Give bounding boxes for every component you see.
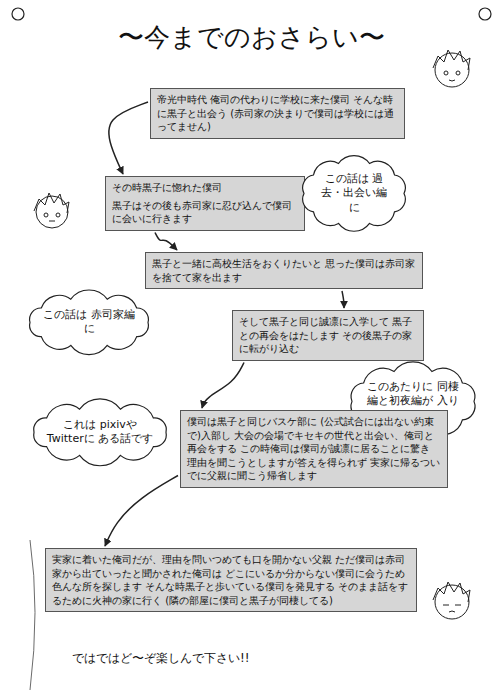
- chibi-face: [34, 193, 69, 228]
- cloud-shape: [34, 399, 167, 466]
- flow-arrow: [155, 233, 177, 251]
- corner-circle: [12, 8, 24, 20]
- process-box: そして黒子と同じ誠凛に入学して 黒子との再会をはたします その後黒子の家に転がり…: [232, 310, 424, 361]
- box-text: これは pixivやTwitterに ある話です: [46, 418, 154, 447]
- process-box: 黒子と一緒に高校生活をおくりたいと 思った僕司は赤司家を捨てて家を出ます: [145, 252, 423, 289]
- box-text: 黒子と一緒に高校生活をおくりたいと 思った僕司は赤司家を捨てて家を出ます: [152, 257, 416, 284]
- process-box: 僕司は黒子と同じバスケ部に (公式試合には出ない約束で)入部し 大会の会場でキセ…: [180, 410, 448, 488]
- page-title: 〜今までのおさらい〜: [118, 20, 385, 55]
- sketch-stroke: [30, 540, 35, 690]
- box-text: この話は 赤司家編に: [42, 308, 136, 337]
- box-text: 実家に着いた俺司だが、理由を問いつめても口を開かない父親 ただ僕司は赤司家から出…: [52, 553, 410, 607]
- process-box: その時黒子に惚れた僕司黒子はその後も赤司家に忍び込んで僕司に会いに行きます: [105, 176, 305, 231]
- process-box: 帝光中時代 俺司の代わりに学校に来た僕司 そんな時に黒子と出会う (赤司家の決ま…: [150, 88, 405, 139]
- closing-note: ではではど〜ぞ楽しんで下さい!!: [72, 650, 250, 667]
- chibi-face: [433, 582, 470, 619]
- cloud-shape: [303, 156, 406, 232]
- box-text: 帝光中時代 俺司の代わりに学校に来た僕司 そんな時に黒子と出会う (赤司家の決ま…: [157, 93, 398, 134]
- flow-arrow: [342, 291, 344, 308]
- box-heading: その時黒子に惚れた僕司: [112, 181, 298, 195]
- flow-arrow: [202, 363, 244, 409]
- cloud-shape: [30, 290, 149, 355]
- box-text: 黒子はその後も赤司家に忍び込んで僕司に会いに行きます: [112, 199, 298, 226]
- box-text: 僕司は黒子と同じバスケ部に (公式試合には出ない約束で)入部し 大会の会場でキセ…: [187, 415, 441, 483]
- flow-arrow: [109, 102, 148, 174]
- box-text: この話は 過去・出会い編に: [316, 172, 392, 215]
- corner-circle: [479, 8, 491, 20]
- note-cloud: この話は 赤司家編に: [26, 294, 152, 351]
- flow-arrow: [105, 476, 178, 547]
- box-text: そして黒子と同じ誠凛に入学して 黒子との再会をはたします その後黒子の家に転がり…: [239, 315, 417, 356]
- note-cloud: これは pixivやTwitterに ある話です: [30, 404, 170, 461]
- chibi-face: [433, 50, 470, 87]
- process-box: 実家に着いた俺司だが、理由を問いつめても口を開かない父親 ただ僕司は赤司家から出…: [45, 548, 417, 612]
- note-cloud: この話は 過去・出会い編に: [300, 158, 408, 229]
